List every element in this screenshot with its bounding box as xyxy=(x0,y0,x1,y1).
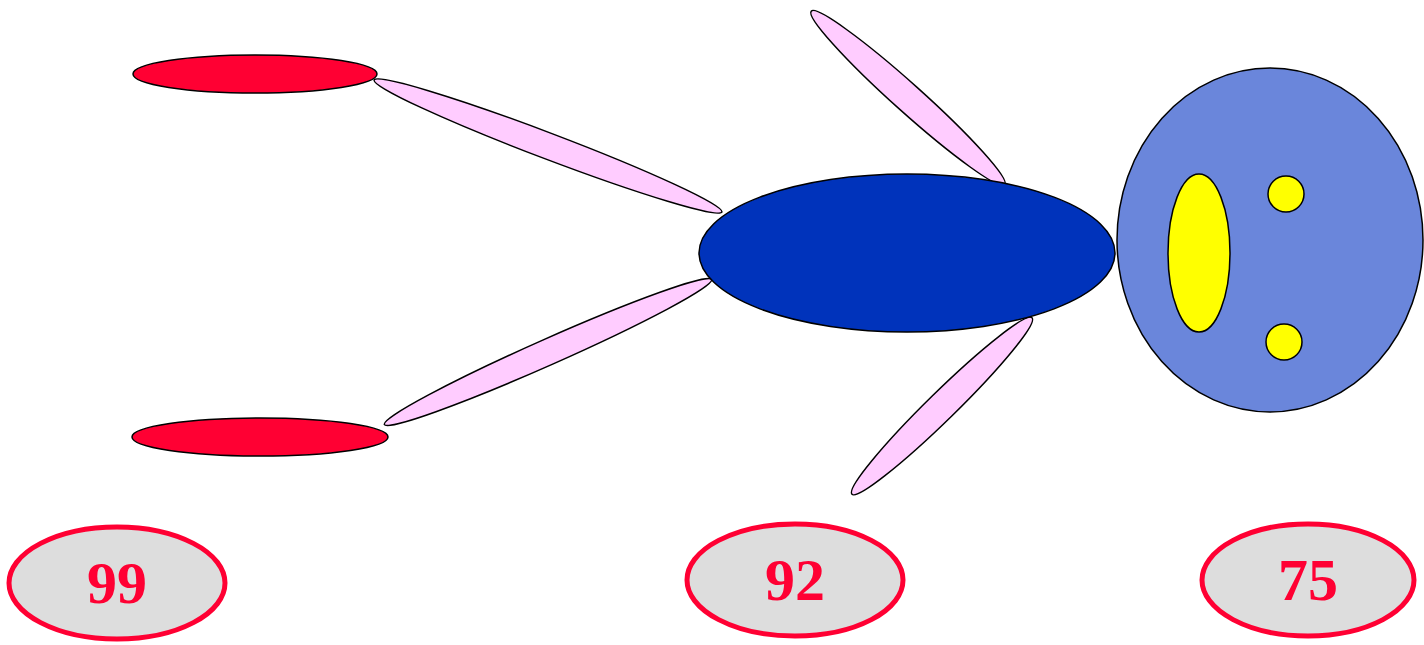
callout-circle: 75 xyxy=(1199,521,1417,639)
callout-number: 92 xyxy=(765,550,825,610)
arm xyxy=(802,1,1014,195)
foot xyxy=(133,55,377,93)
callout-number: 99 xyxy=(87,553,147,613)
mouth xyxy=(1168,174,1230,332)
leg xyxy=(379,268,717,437)
callout-circle: 92 xyxy=(684,521,906,639)
eye xyxy=(1266,324,1302,360)
callout-circle: 99 xyxy=(6,524,228,642)
callout-ellipse xyxy=(1202,524,1414,636)
leg xyxy=(370,68,727,224)
callout-number: 75 xyxy=(1278,550,1338,610)
callout-ellipse xyxy=(687,524,903,636)
arm xyxy=(842,308,1042,504)
body xyxy=(699,174,1115,332)
head xyxy=(1117,68,1423,412)
foot xyxy=(132,418,388,456)
callout-ellipse xyxy=(9,527,225,639)
eye xyxy=(1268,176,1304,212)
